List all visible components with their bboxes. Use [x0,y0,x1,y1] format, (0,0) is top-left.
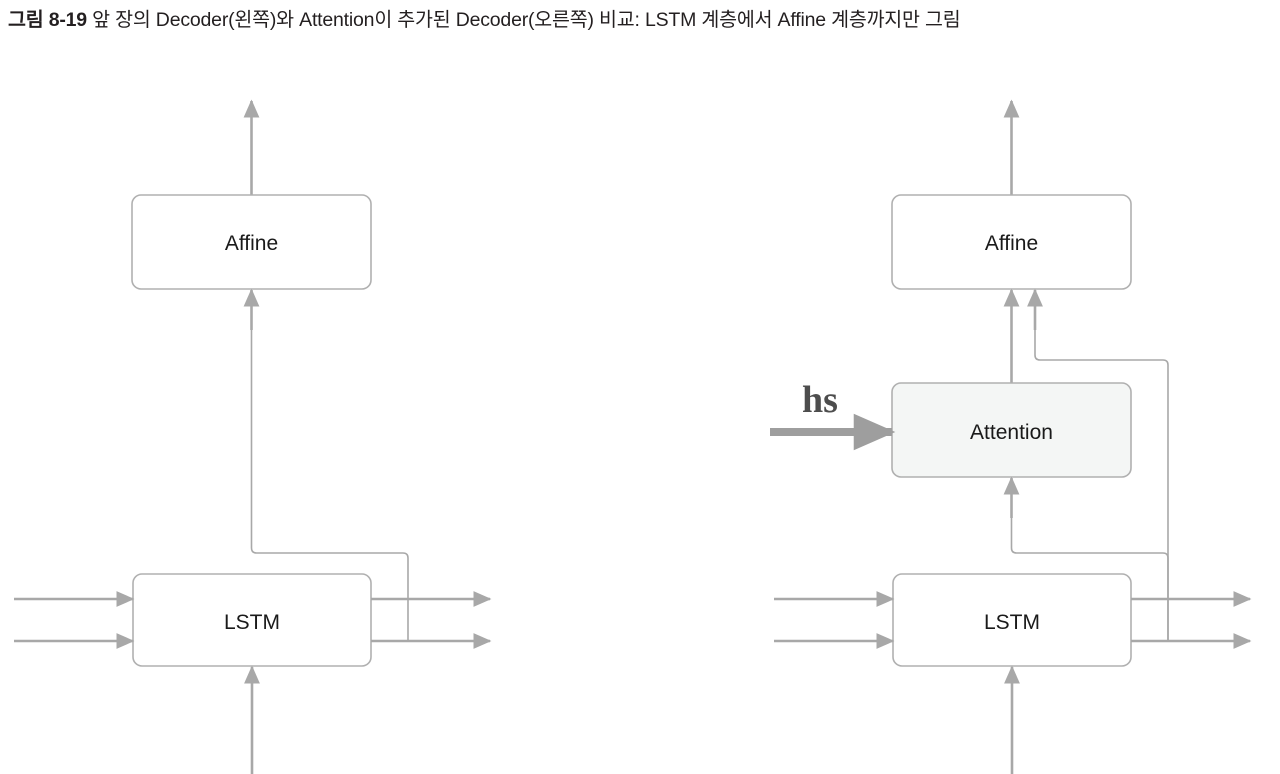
right-attention-label: Attention [970,421,1053,444]
right-lstm-to-affine-skip-connector [1034,302,1169,641]
right-affine-label: Affine [985,232,1038,255]
hs-input-label: hs [802,379,838,421]
right-decoder-diagram: Affine Attention hs LSTM [770,99,1252,774]
figure-caption-label: 그림 8-19 [8,9,87,31]
left-lstm-label: LSTM [224,611,280,634]
left-lstm-to-affine-connector [250,296,409,641]
figure-caption-text: 앞 장의 Decoder(왼쪽)와 Attention이 추가된 Decoder… [92,9,961,31]
left-decoder-diagram: Affine LSTM [14,99,492,774]
right-lstm-to-attention-connector [1010,500,1169,641]
left-affine-label: Affine [225,232,278,255]
right-lstm-label: LSTM [984,611,1040,634]
figure-caption: 그림 8-19 앞 장의 Decoder(왼쪽)와 Attention이 추가된… [8,2,1280,38]
